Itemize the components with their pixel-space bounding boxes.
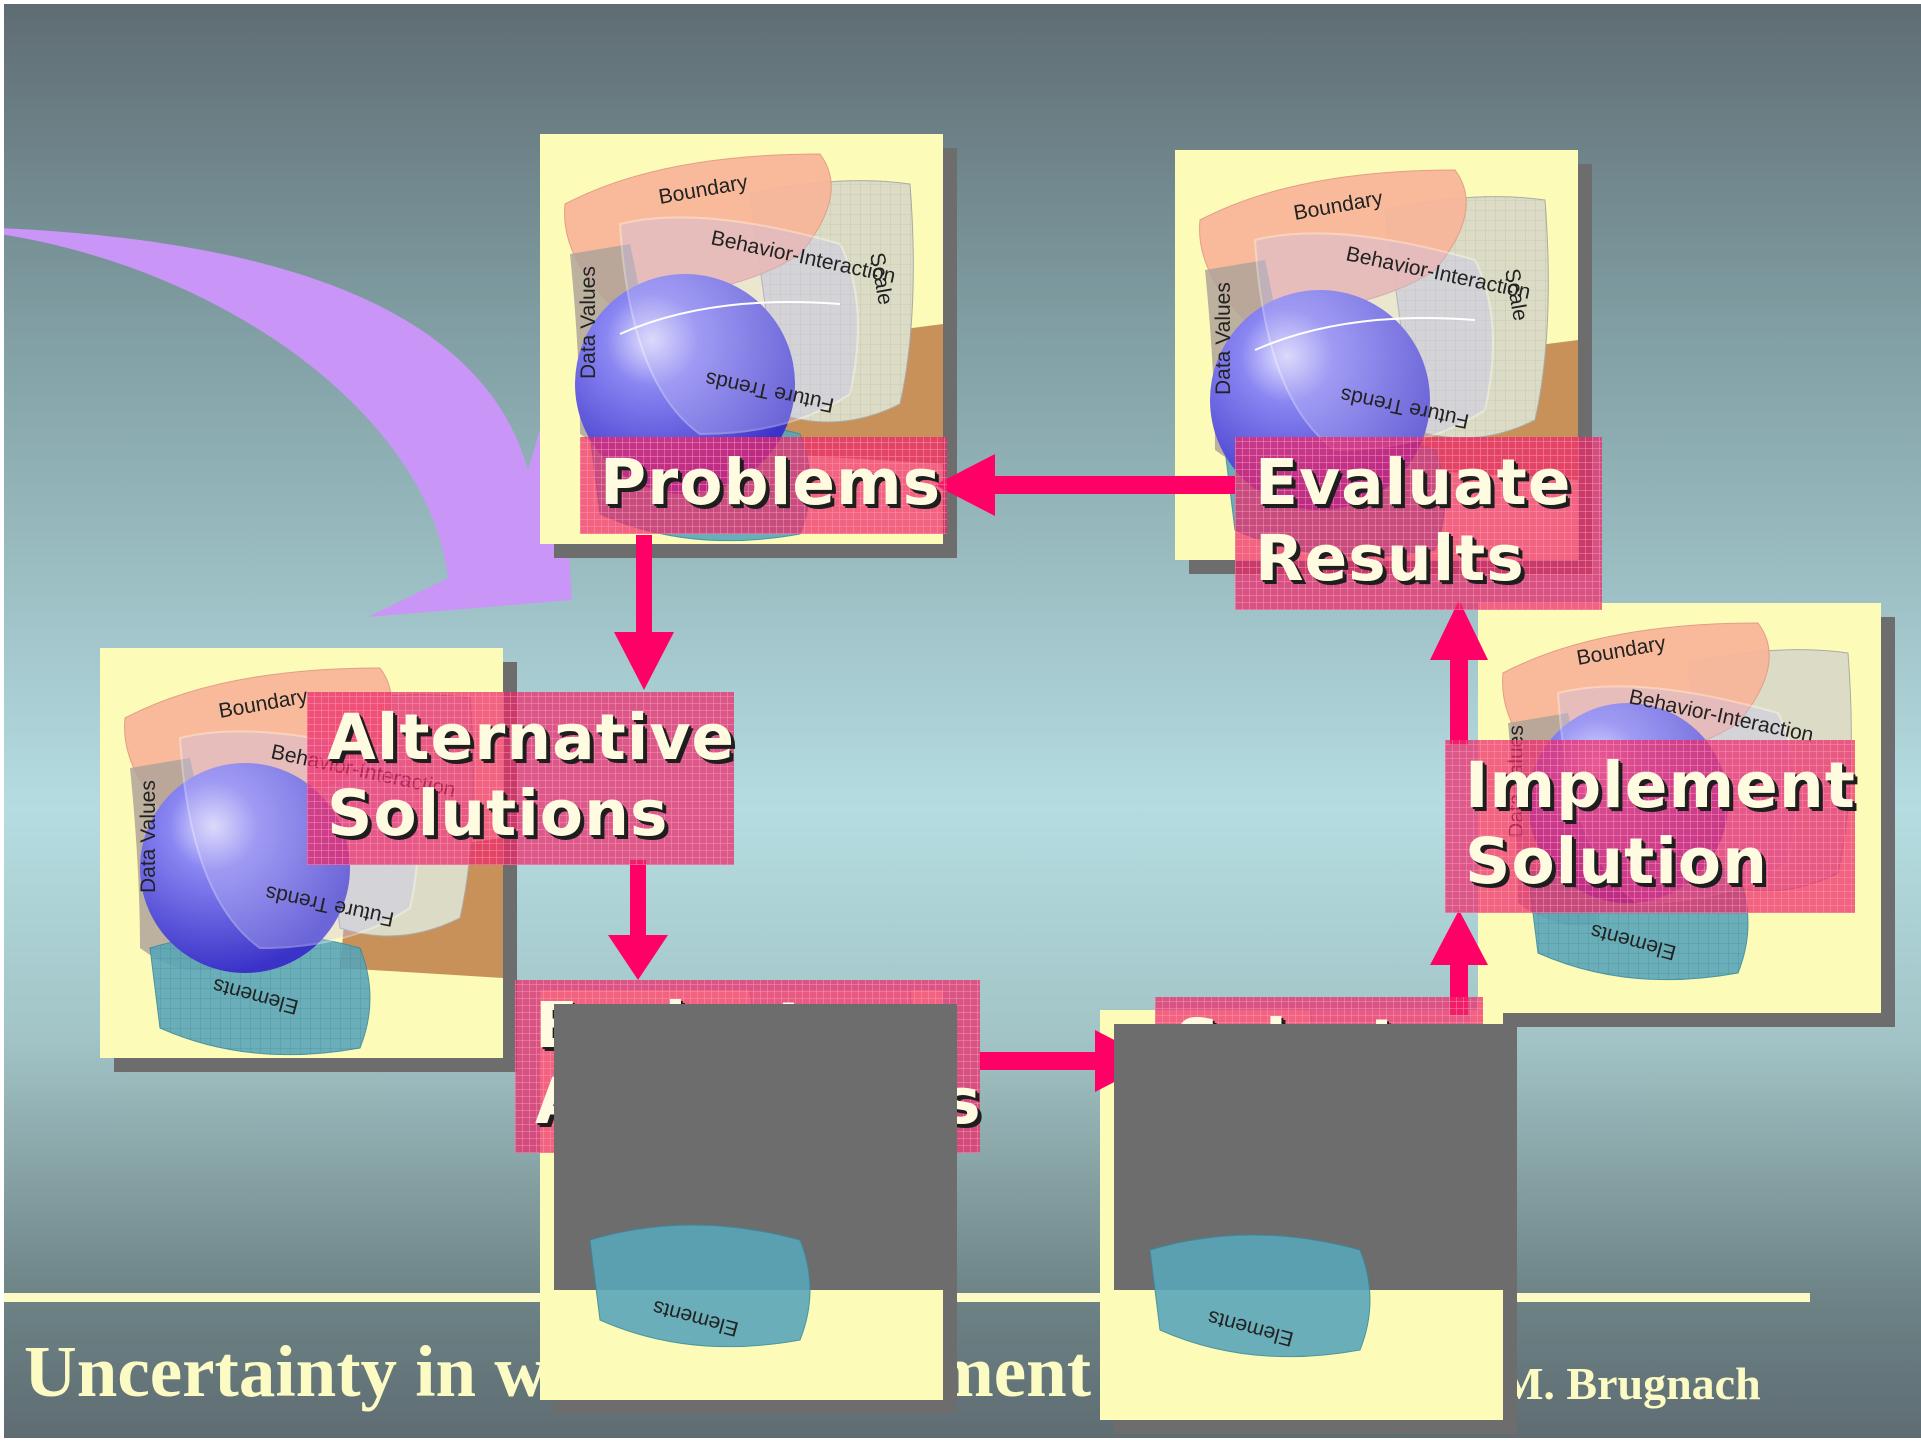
step-evaluate-results-line2: Results [1255,522,1525,595]
data-values-label: Data Values [137,780,160,893]
arrow-evaluate-to-select [980,1052,1100,1070]
arrow-implement-to-results-head [1430,600,1488,660]
footer-rule [0,1293,1810,1302]
arrow-results-to-problems [990,476,1235,494]
step-problems-label: Problems [600,446,942,519]
arrow-results-to-problems-head [935,454,995,516]
arrow-alternatives-to-evaluate-head [608,935,668,980]
arrow-evaluate-to-select-head [1095,1030,1155,1092]
step-evaluate-results: Evaluate Results [1235,437,1602,610]
step-problems: Problems [580,437,947,534]
arrow-alternatives-to-evaluate [630,860,646,940]
step-evaluate-alternatives-line1: Evaluate [535,989,852,1062]
arrow-problems-to-alternatives-head [614,632,674,690]
step-evaluate-results-line1: Evaluate [1255,446,1572,519]
arrow-select-to-implement-head [1430,910,1488,965]
step-implement-solution-line1: Implement [1465,749,1856,822]
step-implement-solution: Implement Solution [1445,740,1855,913]
arrow-implement-to-results [1450,655,1468,745]
footer-title: Uncertainty in water management [24,1331,1092,1412]
data-values-label: Data Values [577,266,600,379]
data-values-label: Data Values [1212,282,1235,395]
footer-author: M. Brugnach [1500,1358,1761,1409]
step-evaluate-alternatives: Evaluate Alternatives [515,980,982,1153]
step-select-solution-line1: Select [1175,1006,1401,1079]
step-evaluate-alternatives-line2: Alternatives [535,1065,982,1138]
step-alternative-solutions-line2: Solutions [327,777,669,850]
step-alternative-solutions-line1: Alternative [327,701,736,774]
arrow-problems-to-alternatives [636,535,652,635]
step-implement-solution-line2: Solution [1465,825,1768,898]
step-alternative-solutions: Alternative Solutions [307,692,734,865]
step-select-solution: Select Solution [1155,997,1483,1170]
step-select-solution-line2: Solution [1175,1082,1478,1155]
